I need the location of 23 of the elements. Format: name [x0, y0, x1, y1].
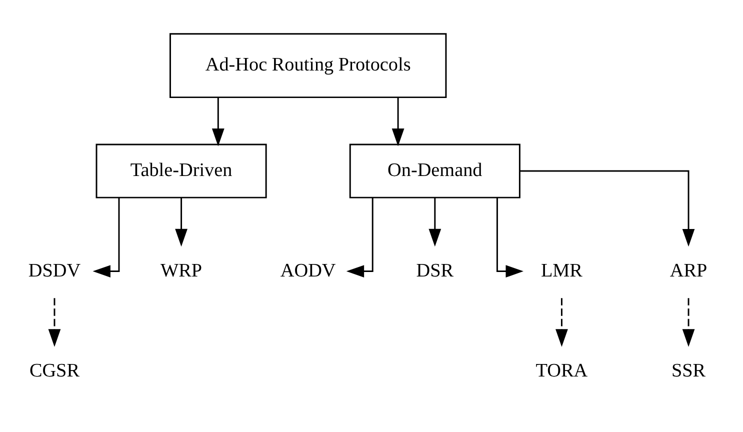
node-box: Ad-Hoc Routing Protocols — [170, 33, 447, 98]
arrow — [682, 298, 695, 347]
node-text: ARP — [670, 260, 708, 282]
node-text: DSDV — [28, 260, 81, 282]
node-text: DSR — [416, 260, 454, 282]
arrow — [92, 198, 120, 278]
arrow — [392, 98, 404, 146]
arrow — [520, 170, 695, 247]
node-text: CGSR — [29, 360, 80, 382]
arrow — [212, 98, 224, 146]
arrow — [496, 198, 524, 278]
node-box: On-Demand — [349, 144, 520, 198]
node-text: AODV — [280, 260, 336, 282]
node-text: WRP — [160, 260, 202, 282]
node-box: Table-Driven — [96, 144, 267, 198]
arrow — [556, 298, 568, 347]
arrow — [175, 198, 188, 247]
arrow — [428, 198, 442, 247]
node-text: SSR — [671, 360, 706, 382]
arrow — [346, 198, 374, 278]
arrow — [48, 298, 61, 347]
node-text: LMR — [540, 260, 582, 282]
node-text: TORA — [536, 360, 588, 382]
